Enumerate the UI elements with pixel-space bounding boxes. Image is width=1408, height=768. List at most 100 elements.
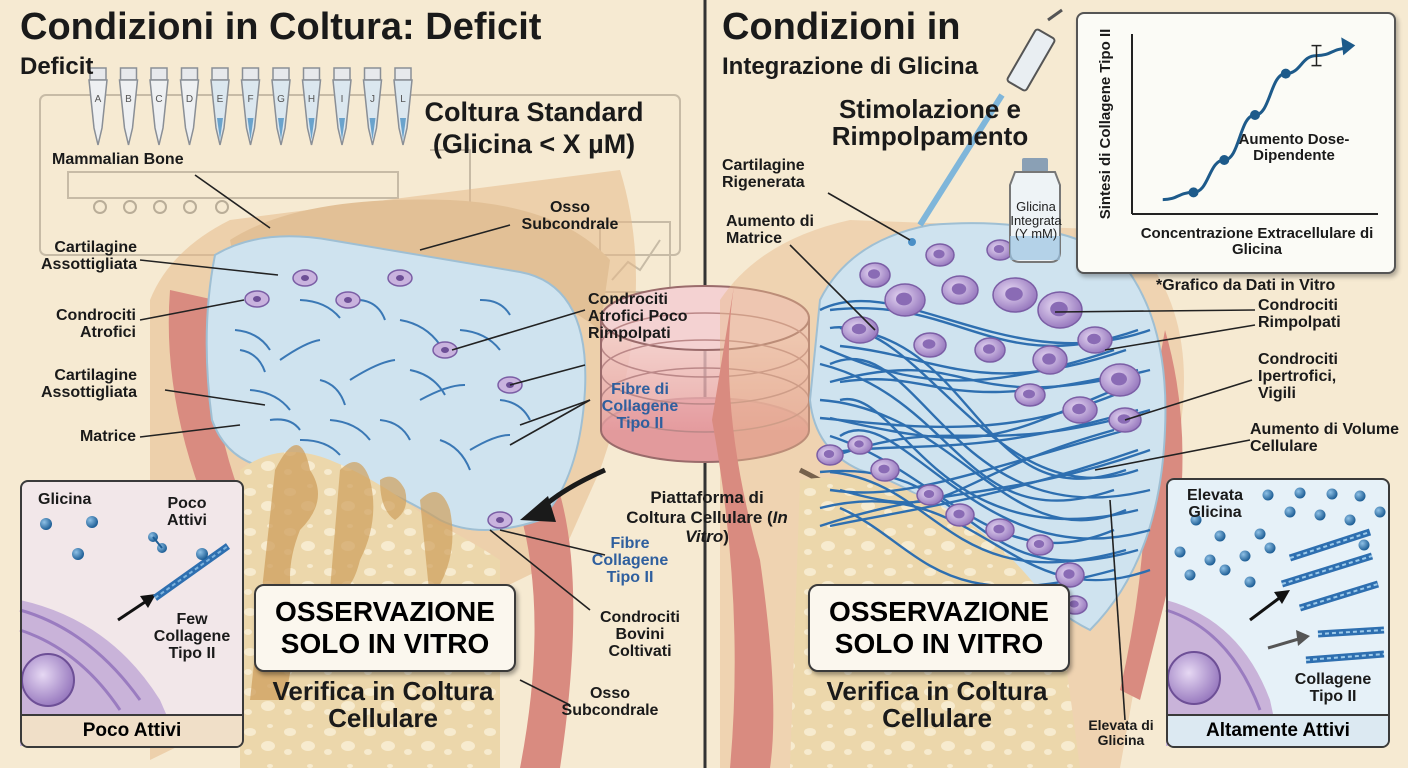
collagen-fiber <box>359 299 386 321</box>
glycine-molecule <box>86 516 98 528</box>
label-osso-subcondrale-top: Osso Subcondrale <box>521 199 619 233</box>
chart-series-line <box>1162 46 1348 202</box>
right-title: Condizioni in <box>722 6 961 48</box>
tube-cap <box>272 67 290 81</box>
collagen-fiber <box>839 344 1127 375</box>
platform-label-italic: In Vitro <box>685 507 788 547</box>
label-cartilagine-assottigliata-2: Cartilagine Assottigliata <box>40 367 137 401</box>
culture-heading-line1: Coltura Standard <box>424 97 644 127</box>
label-fibre-collagene-2: Fibre Collagene Tipo II <box>591 535 669 586</box>
cell-nucleus <box>1072 403 1086 415</box>
tube-letter: L <box>400 94 406 105</box>
collagen-fiber <box>319 379 346 406</box>
collagen-fiber <box>299 438 341 456</box>
tube-letter: G <box>277 94 285 105</box>
glycine-molecule <box>1294 487 1306 499</box>
tube-cap <box>394 67 412 81</box>
right-verify-text: Verifica in Coltura Cellulare <box>826 676 1048 734</box>
collagen-fiber <box>839 368 1139 394</box>
chart-plot: Sintesi di Collagene Tipo II <box>1097 29 1378 220</box>
tube-body <box>88 79 108 146</box>
cell-nucleus <box>396 275 404 281</box>
glycine-molecules-few <box>40 516 208 560</box>
collagen-fiber <box>819 448 1151 528</box>
pipette-tube: L <box>393 67 413 146</box>
label-aumento-volume: Aumento di Volume Cellulare <box>1250 421 1400 455</box>
inset-left-glicina: Glicina <box>38 491 92 508</box>
label-osso-subcondrale-bottom: Osso Subcondrale <box>561 685 659 719</box>
cell-nucleus <box>851 323 867 335</box>
pipette-tube: I <box>332 67 352 146</box>
cell-nucleus <box>1063 569 1075 579</box>
cell-nucleus <box>868 269 880 279</box>
cell-nucleus <box>1111 372 1127 386</box>
tube-cap <box>241 67 260 81</box>
cell-nucleus <box>496 517 504 523</box>
glycine-molecules-many <box>1174 487 1386 588</box>
culture-heading: Coltura Standard (Glicina < X µM) <box>404 98 664 159</box>
chart-xlabel: Concentrazione Extracellulare di Glicina <box>1140 225 1374 258</box>
tube-cap <box>119 67 138 81</box>
label-condrociti-bovini: Condrociti Bovini Coltivati <box>600 609 680 660</box>
tube-body <box>179 79 200 146</box>
collagen-fiber <box>419 383 466 401</box>
glycine-molecule <box>1239 550 1251 562</box>
cell-nucleus <box>1042 353 1056 365</box>
collagen-fiber <box>459 329 501 351</box>
glycine-molecule <box>1262 489 1274 501</box>
chart-ylabel: Sintesi di Collagene Tipo II <box>1097 29 1114 220</box>
pipette-tube: G <box>271 67 291 146</box>
collagen-fiber <box>269 418 301 431</box>
label-elevata-glicina-bottom: Elevata di Glicina <box>1088 717 1154 748</box>
pipette-tube: C <box>149 67 169 146</box>
fibril-highlight <box>1305 653 1385 661</box>
inset-left-footer: Poco Attivi <box>22 714 242 746</box>
cell-nucleus <box>878 464 890 474</box>
glycine-molecule <box>1174 546 1186 558</box>
glycine-molecule <box>1184 569 1196 581</box>
tube-liquid <box>217 118 223 140</box>
collagen-fibers-sparse <box>234 298 531 471</box>
label-condrociti-atrofici: Condrociti Atrofici <box>56 307 136 341</box>
chart-data-point <box>1219 155 1230 165</box>
cell-nucleus <box>1023 389 1035 399</box>
tube-cap <box>333 67 351 81</box>
cell-nucleus <box>1117 414 1131 424</box>
collagen-fibril <box>1317 626 1385 638</box>
glycine-molecule <box>1314 509 1326 521</box>
chart-data-point <box>1188 187 1199 198</box>
collagen-fiber <box>829 470 1127 564</box>
tube-letter: A <box>95 94 102 105</box>
collagen-fibrils-many <box>1280 528 1385 664</box>
fibril-highlight <box>1289 531 1371 559</box>
collagen-fiber <box>409 369 446 396</box>
left-title: Condizioni in Coltura: Deficit <box>20 6 542 48</box>
collagen-fiber <box>819 362 1115 502</box>
label-grafico-note: *Grafico da Dati in Vitro <box>1156 277 1336 294</box>
leader-lines-left <box>139 174 606 706</box>
leader-lines-right <box>789 192 1256 721</box>
cell-nucleus <box>854 440 864 448</box>
collagen-fiber <box>239 349 266 373</box>
tube-body <box>118 79 139 146</box>
collagen-fiber <box>829 448 1139 528</box>
label-condrociti-ipertrofici: Condrociti Ipertrofici, Vigili <box>1258 351 1338 402</box>
tube-liquid <box>400 118 406 140</box>
tube-liquid <box>339 118 345 140</box>
vial-label: Glicina Integrata (Y mM) <box>1010 199 1062 242</box>
tube-liquid <box>308 118 315 140</box>
glycine-molecule <box>1264 542 1276 554</box>
collagen-fiber <box>839 506 1115 588</box>
collagen-fiber <box>829 428 1127 494</box>
cell-nucleus <box>953 509 965 519</box>
collagen-fiber <box>279 339 321 361</box>
tube-liquid <box>369 118 376 140</box>
collagen-fiber <box>234 329 271 351</box>
cell-nucleus <box>344 297 352 303</box>
glycine-molecule <box>1374 506 1386 518</box>
glycine-molecule <box>196 548 208 560</box>
glycine-molecule <box>1344 514 1356 526</box>
pipette-tube: F <box>240 67 261 146</box>
tube-letter: D <box>186 94 193 105</box>
